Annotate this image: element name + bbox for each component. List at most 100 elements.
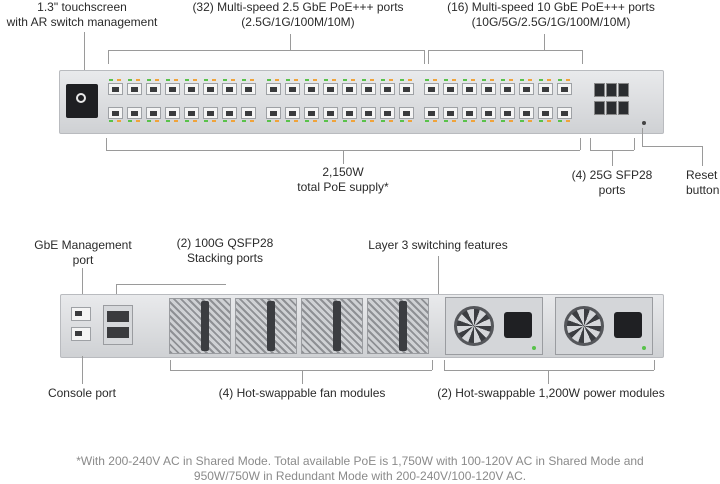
rj45-2-5g-port[interactable] — [203, 83, 218, 95]
port-link-led — [558, 79, 562, 81]
port-poe-led — [117, 120, 121, 122]
rj45-2-5g-port[interactable] — [241, 83, 256, 95]
rj45-2-5g-port[interactable] — [285, 83, 300, 95]
rj45-10g-port[interactable] — [481, 107, 496, 119]
sfp28-port[interactable] — [594, 83, 605, 97]
fan-module[interactable] — [367, 298, 429, 354]
rj45-2-5g-port[interactable] — [165, 107, 180, 119]
port-poe-led — [452, 79, 456, 81]
rj45-2-5g-port[interactable] — [380, 83, 395, 95]
footnote: *With 200-240V AC in Shared Mode. Total … — [76, 454, 644, 483]
power-module[interactable] — [445, 297, 543, 355]
fan-handle[interactable] — [399, 301, 407, 351]
ports-10g-bracket — [428, 50, 582, 51]
rj45-2-5g-port[interactable] — [127, 107, 142, 119]
rj45-2-5g-port[interactable] — [184, 107, 199, 119]
port-link-led — [501, 79, 505, 81]
rj45-2-5g-port[interactable] — [304, 107, 319, 119]
poe-stem — [343, 150, 344, 164]
console-port[interactable] — [71, 327, 91, 341]
port-link-led — [128, 79, 132, 81]
port-poe-led — [174, 120, 178, 122]
port-link-led — [520, 79, 524, 81]
rj45-port-array — [108, 79, 586, 125]
rj45-10g-port[interactable] — [481, 83, 496, 95]
ports-10g-bracket-right — [582, 50, 583, 64]
port-link-led — [425, 79, 429, 81]
fan-handle[interactable] — [201, 301, 209, 351]
port-link-led — [166, 79, 170, 81]
rj45-10g-port[interactable] — [443, 107, 458, 119]
rj45-10g-port[interactable] — [519, 107, 534, 119]
rj45-2-5g-port[interactable] — [241, 107, 256, 119]
fan-module[interactable] — [301, 298, 363, 354]
rj45-2-5g-port[interactable] — [127, 83, 142, 95]
reset-callout-stem — [702, 146, 703, 166]
rj45-10g-port[interactable] — [500, 107, 515, 119]
port-link-led — [520, 120, 524, 122]
rj45-10g-port[interactable] — [557, 83, 572, 95]
rj45-10g-port[interactable] — [519, 83, 534, 95]
rj45-2-5g-port[interactable] — [399, 107, 414, 119]
rj45-2-5g-port[interactable] — [342, 83, 357, 95]
rj45-2-5g-port[interactable] — [184, 83, 199, 95]
reset-button[interactable] — [642, 121, 646, 125]
power-module[interactable] — [555, 297, 653, 355]
rj45-2-5g-port[interactable] — [165, 83, 180, 95]
rj45-10g-port[interactable] — [538, 83, 553, 95]
rj45-10g-port[interactable] — [538, 107, 553, 119]
fan-handle[interactable] — [267, 301, 275, 351]
qsfp28-port[interactable] — [107, 327, 129, 338]
rj45-2-5g-port[interactable] — [108, 107, 123, 119]
port-poe-led — [212, 120, 216, 122]
qsfp28-port[interactable] — [107, 311, 129, 322]
rj45-2-5g-port[interactable] — [285, 107, 300, 119]
rj45-2-5g-port[interactable] — [203, 107, 218, 119]
sfp28-port[interactable] — [594, 101, 605, 115]
fans-label: (4) Hot-swappable fan modules — [218, 386, 386, 400]
port-poe-led — [250, 120, 254, 122]
rj45-10g-port[interactable] — [500, 83, 515, 95]
rj45-10g-port[interactable] — [424, 83, 439, 95]
port-link-led — [267, 79, 271, 81]
fan-module[interactable] — [169, 298, 231, 354]
port-poe-led — [351, 120, 355, 122]
rj45-2-5g-port[interactable] — [361, 107, 376, 119]
switch-front-panel — [59, 70, 664, 134]
rj45-2-5g-port[interactable] — [323, 83, 338, 95]
rj45-2-5g-port[interactable] — [146, 107, 161, 119]
port-poe-led — [351, 79, 355, 81]
rj45-10g-port[interactable] — [557, 107, 572, 119]
rj45-10g-port[interactable] — [443, 83, 458, 95]
rj45-2-5g-port[interactable] — [342, 107, 357, 119]
port-poe-led — [408, 79, 412, 81]
fan-module[interactable] — [235, 298, 297, 354]
ac-inlet-icon — [504, 312, 532, 338]
rj45-2-5g-port[interactable] — [266, 83, 281, 95]
sfp28-port[interactable] — [618, 83, 629, 97]
rj45-10g-port[interactable] — [462, 107, 477, 119]
rj45-2-5g-port[interactable] — [399, 83, 414, 95]
rj45-2-5g-port[interactable] — [323, 107, 338, 119]
port-link-led — [400, 79, 404, 81]
sfp28-port[interactable] — [606, 101, 617, 115]
fans-stem — [302, 370, 303, 384]
rj45-2-5g-port[interactable] — [146, 83, 161, 95]
port-poe-led — [193, 79, 197, 81]
rj45-10g-port[interactable] — [424, 107, 439, 119]
rj45-2-5g-port[interactable] — [222, 83, 237, 95]
rj45-2-5g-port[interactable] — [361, 83, 376, 95]
sfp28-port[interactable] — [606, 83, 617, 97]
gbe-management-port[interactable] — [71, 307, 91, 321]
rj45-10g-port[interactable] — [462, 83, 477, 95]
touchscreen[interactable] — [66, 84, 98, 118]
fan-handle[interactable] — [333, 301, 341, 351]
rj45-2-5g-port[interactable] — [380, 107, 395, 119]
rj45-2-5g-port[interactable] — [304, 83, 319, 95]
rj45-2-5g-port[interactable] — [266, 107, 281, 119]
rj45-2-5g-port[interactable] — [222, 107, 237, 119]
sfp28-port[interactable] — [618, 101, 629, 115]
rj45-2-5g-port[interactable] — [108, 83, 123, 95]
